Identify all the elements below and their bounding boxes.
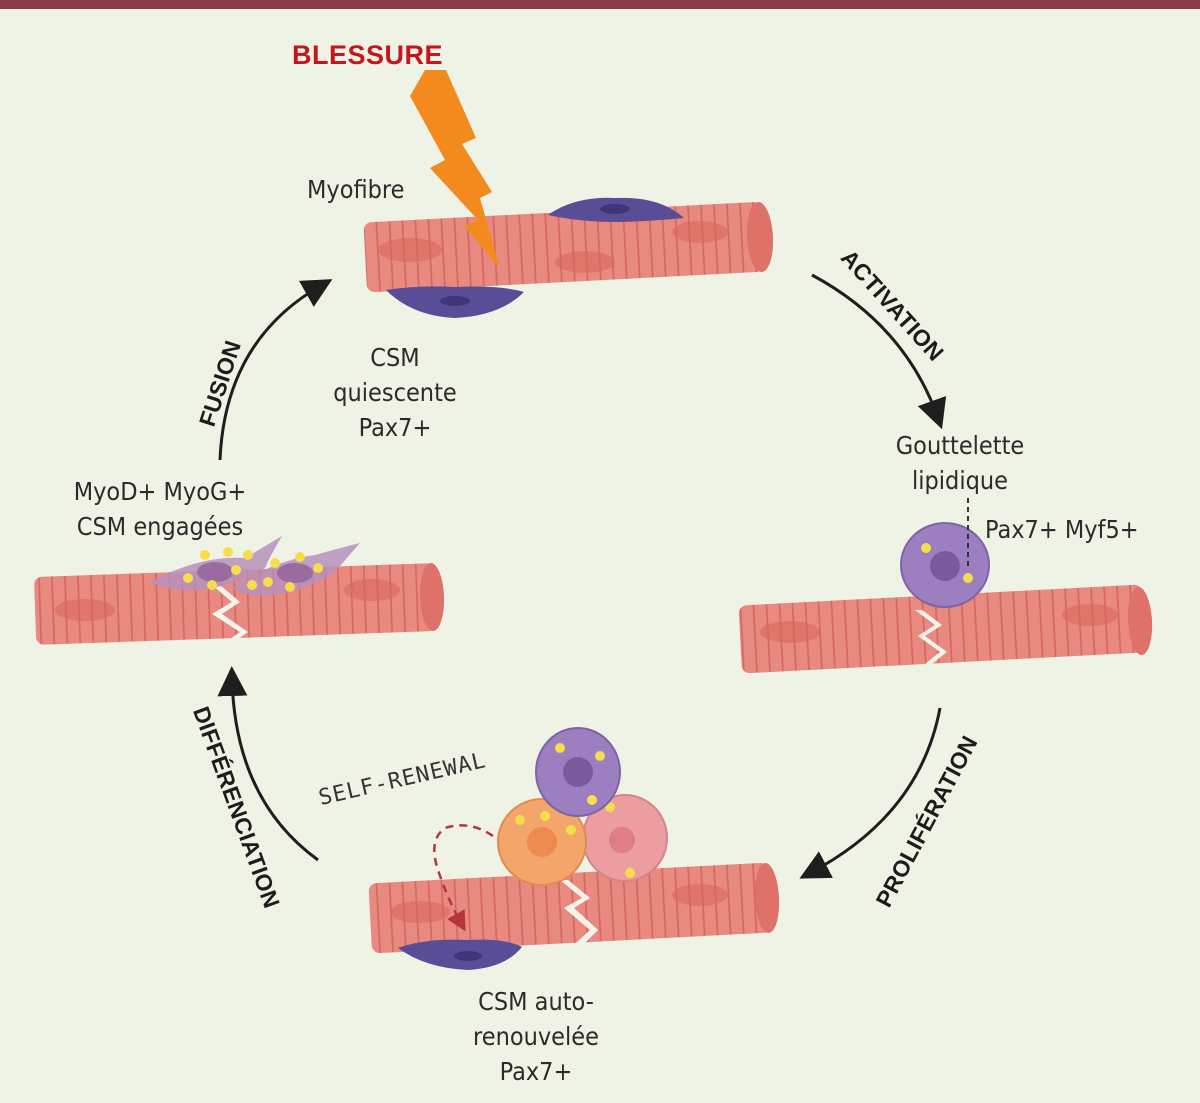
quiescent-line-1: CSM [370, 343, 420, 372]
renewed-csm-label: CSM auto- renouvelée Pax7+ [462, 984, 610, 1089]
myofibre-label: Myofibre [307, 175, 405, 204]
droplet-line-2: lipidique [912, 466, 1008, 495]
bottom-myofibre [368, 862, 780, 954]
pax7-myf5-label: Pax7+ Myf5+ [985, 515, 1139, 544]
droplet-line-1: Gouttelette [895, 431, 1025, 460]
injury-label: BLESSURE [292, 40, 444, 70]
quiescent-satellite-cell-top [548, 197, 684, 222]
right-myofibre [738, 584, 1153, 674]
renewed-line-2: renouvelée [473, 1022, 599, 1051]
fusion-arrow [218, 279, 333, 461]
quiescent-satellite-cell-bottom [386, 286, 524, 318]
top-myofibre [363, 202, 774, 293]
activated-satellite-cell [900, 522, 990, 608]
quiescent-csm-label: CSM quiescente Pax7+ [322, 340, 468, 445]
committed-csm-label: MyoD+ MyoG+ CSM engagées [60, 474, 260, 544]
proliferation-arrow [799, 707, 942, 879]
proliferating-cells-cluster [497, 727, 668, 886]
self-renewal-arrow [433, 824, 494, 932]
committed-line-1: MyoD+ MyoG+ [73, 477, 247, 506]
lightning-bolt-icon [410, 70, 500, 268]
quiescent-line-2: quiescente [333, 378, 457, 407]
top-border-bar [0, 0, 1200, 9]
lipid-droplet-label: Gouttelette lipidique [875, 428, 1045, 498]
renewed-satellite-cell [398, 939, 522, 970]
committed-line-2: CSM engagées [76, 512, 244, 541]
renewed-line-1: CSM auto- [478, 987, 594, 1016]
differentiation-arrow [217, 666, 319, 862]
quiescent-line-3: Pax7+ [358, 413, 432, 442]
activation-arrow [811, 273, 947, 430]
committed-myoblasts [150, 536, 360, 596]
left-myofibre [34, 563, 445, 645]
renewed-line-3: Pax7+ [499, 1057, 573, 1086]
